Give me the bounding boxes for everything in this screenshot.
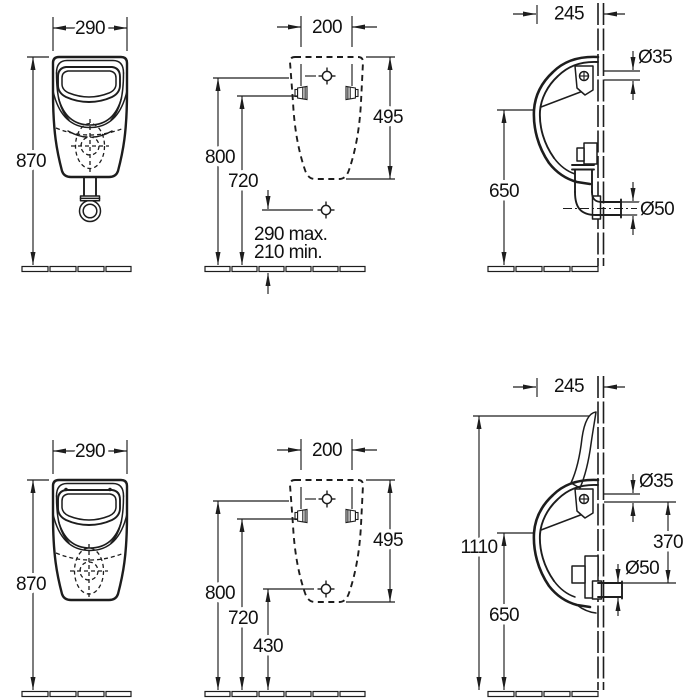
fixing-hole-right xyxy=(345,508,359,524)
dim-outlet-height-430: 430 xyxy=(250,588,314,690)
outlet-wall-flange xyxy=(591,580,603,600)
label-1110: 1110 xyxy=(460,537,497,558)
view-bottom-front: 290 870 xyxy=(13,438,132,698)
label-height-495-top: 495 xyxy=(373,107,403,128)
dim-depth-245: 245 xyxy=(513,373,625,401)
drain-trap-assembly xyxy=(563,164,637,220)
outlet-pipe xyxy=(78,176,102,223)
dim-inlet-dia-35: Ø35 xyxy=(604,468,677,522)
outlet-stub xyxy=(591,580,623,600)
floor-hatch xyxy=(204,690,366,698)
urinal-front-body xyxy=(51,55,129,179)
wall-section xyxy=(597,376,605,690)
fixing-bracket xyxy=(583,142,598,165)
label-outlet-max: 290 max. xyxy=(254,224,327,245)
label-width-200-top: 200 xyxy=(312,17,342,38)
label-width-290-bottom: 290 xyxy=(75,441,105,462)
dim-fixing-height-720: 720 xyxy=(225,518,297,690)
view-top-front: 290 xyxy=(13,15,132,273)
label-outlet-min: 210 min. xyxy=(254,242,322,263)
dim-inlet-dia-35: Ø35 xyxy=(604,44,676,100)
label-outlet-430: 430 xyxy=(253,636,283,657)
label-370: 370 xyxy=(653,532,683,553)
label-inlet-800-top: 800 xyxy=(205,147,235,168)
rim-opening-outer xyxy=(57,489,121,526)
label-width-290-top: 290 xyxy=(75,18,105,39)
view-bottom-template: 200 495 800 720 430 xyxy=(202,437,407,698)
inlet-crosshair xyxy=(317,489,337,509)
label-dia35-top: Ø35 xyxy=(638,47,672,68)
outlet-position: 290 max. 210 min. xyxy=(251,190,336,267)
trap-hidden-outline xyxy=(70,544,108,598)
label-height-495-bottom: 495 xyxy=(373,530,403,551)
floor-hatch xyxy=(204,265,366,294)
dim-width-290: 290 xyxy=(52,438,128,474)
dim-rim-height-650: 650 xyxy=(486,109,535,265)
outlet-crosshair xyxy=(316,200,336,220)
label-fixing-720-top: 720 xyxy=(228,171,258,192)
inlet-crosshair xyxy=(317,66,337,86)
label-inlet-800-bottom: 800 xyxy=(205,583,235,604)
dim-outlet-dia-50: Ø50 xyxy=(615,555,663,616)
dim-overall-height-1110: 1110 xyxy=(457,415,589,690)
rim-opening-inner xyxy=(61,493,117,521)
view-bottom-side: 245 Ø35 xyxy=(457,373,687,698)
dim-depth-245: 245 xyxy=(513,0,625,28)
fixing-hole-left xyxy=(294,85,308,101)
outlet-crosshair xyxy=(316,579,336,599)
floor-hatch xyxy=(21,265,132,273)
floor-hatch xyxy=(487,690,599,698)
wall-section xyxy=(597,3,605,266)
dim-fixing-height-720: 720 xyxy=(225,95,297,265)
fixing-hole-left xyxy=(294,508,308,524)
rim-opening-outer xyxy=(57,66,121,103)
label-depth-245-top: 245 xyxy=(554,4,584,25)
dim-height-870: 870 xyxy=(13,56,50,265)
label-dia50-bottom: Ø50 xyxy=(625,558,659,579)
dim-width-290: 290 xyxy=(52,15,128,51)
flush-pipe-cover xyxy=(570,411,597,489)
dim-width-200: 200 xyxy=(277,437,377,470)
view-top-side: 245 xyxy=(486,0,678,273)
label-rim-650-top: 650 xyxy=(489,181,519,202)
rim-opening-inner xyxy=(61,70,117,98)
label-depth-245-bottom: 245 xyxy=(554,376,584,397)
dim-body-height-495: 495 xyxy=(346,479,407,603)
label-dia35-bottom: Ø35 xyxy=(639,471,673,492)
floor-hatch xyxy=(21,690,132,698)
label-height-870-bottom: 870 xyxy=(16,574,46,595)
dim-outlet-dia-50: Ø50 xyxy=(621,182,678,235)
label-rim-650-bottom: 650 xyxy=(489,605,519,626)
floor-hatch xyxy=(487,265,599,273)
urinal-side-profile xyxy=(532,478,600,614)
dim-body-height-495: 495 xyxy=(346,56,407,180)
dim-height-870: 870 xyxy=(13,479,50,690)
dim-width-200: 200 xyxy=(277,14,377,47)
outlet-wall-flange xyxy=(591,195,602,220)
body-dashed-outline xyxy=(289,56,364,180)
label-width-200-bottom: 200 xyxy=(312,440,342,461)
urinal-front-body xyxy=(51,478,129,602)
view-top-template: 200 495 800 720 290 max. xyxy=(202,14,407,294)
label-fixing-720-bottom: 720 xyxy=(228,608,258,629)
label-dia50-top: Ø50 xyxy=(640,199,674,220)
trap-hidden-outline xyxy=(71,119,109,173)
body-dashed-outline xyxy=(289,479,364,603)
label-height-870-top: 870 xyxy=(16,151,46,172)
dim-inlet-to-outlet-370: 370 xyxy=(622,502,687,584)
fixing-hole-right xyxy=(345,85,359,101)
dim-inlet-height-800: 800 xyxy=(202,77,289,265)
dim-inlet-height-800: 800 xyxy=(202,500,289,690)
dim-rim-height-650: 650 xyxy=(486,532,535,690)
